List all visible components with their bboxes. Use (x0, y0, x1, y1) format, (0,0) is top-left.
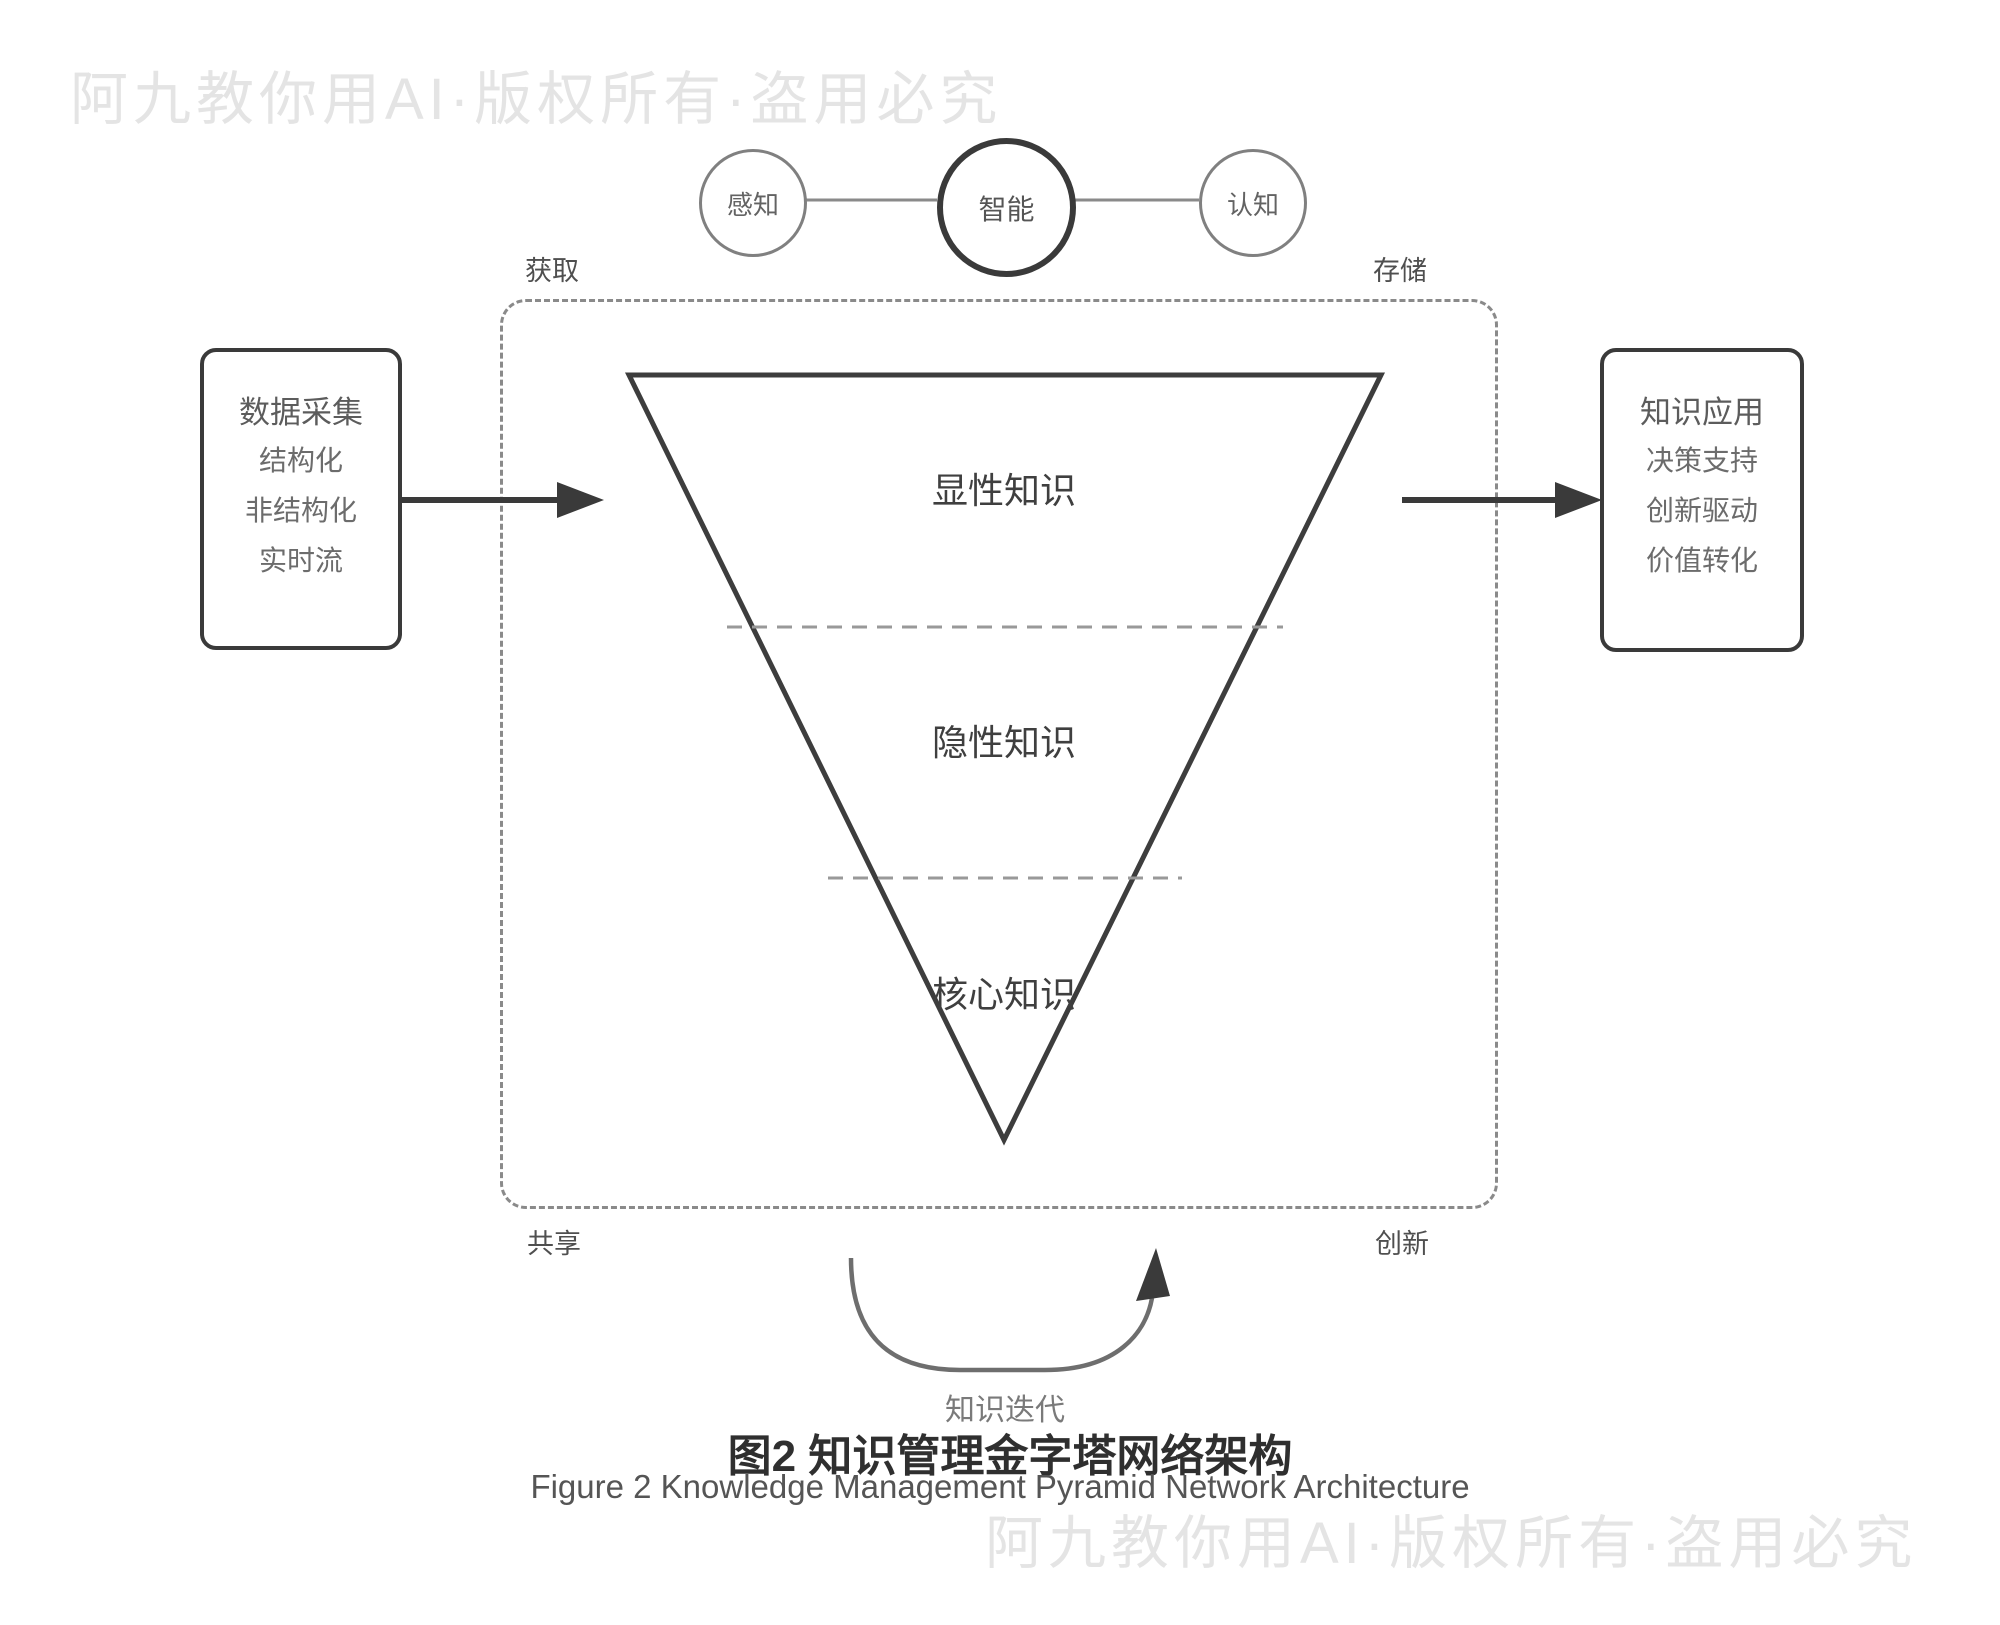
node-intelligence-label: 智能 (978, 193, 1035, 225)
data-collection-box: 数据采集 结构化 非结构化 实时流 (200, 348, 402, 650)
data-collection-item-structured: 结构化 (258, 445, 343, 476)
feedback-arrow-head (1136, 1248, 1170, 1301)
knowledge-application-box: 知识应用 决策支持 创新驱动 价值转化 (1600, 348, 1804, 652)
data-collection-title: 数据采集 (239, 395, 363, 430)
process-frame (500, 299, 1498, 1209)
knowledge-application-item-innovation: 创新驱动 (1645, 495, 1758, 526)
data-collection-item-stream: 实时流 (258, 545, 343, 576)
figure-caption-en: Figure 2 Knowledge Management Pyramid Ne… (530, 1468, 1470, 1505)
label-store: 存储 (1373, 256, 1427, 286)
node-intelligence: 智能 (937, 138, 1076, 277)
node-cognition-label: 认知 (1226, 189, 1279, 220)
figure-caption-zh: 图2 知识管理金字塔网络架构 (727, 1432, 1293, 1481)
feedback-label: 知识迭代 (945, 1394, 1065, 1427)
pyramid-level-core: 核心知识 (931, 974, 1077, 1015)
input-arrow-head (557, 482, 604, 518)
data-collection-item-unstructured: 非结构化 (244, 495, 357, 526)
pyramid-triangle (624, 372, 1386, 1146)
watermark-bottom: 阿九教你用AI·版权所有·盗用必究 (985, 1511, 1918, 1576)
knowledge-application-item-value: 价值转化 (1645, 545, 1758, 576)
node-cognition: 认知 (1199, 149, 1307, 257)
knowledge-application-item-decision: 决策支持 (1645, 445, 1758, 476)
pyramid-level-explicit: 显性知识 (931, 470, 1077, 511)
watermark-top: 阿九教你用AI·版权所有·盗用必究 (70, 67, 1003, 132)
label-innovate: 创新 (1375, 1229, 1429, 1259)
knowledge-application-title: 知识应用 (1640, 395, 1764, 430)
pyramid-level-tacit: 隐性知识 (931, 722, 1077, 763)
node-perception: 感知 (699, 149, 807, 257)
label-acquire: 获取 (525, 256, 579, 286)
output-arrow-head (1555, 482, 1602, 518)
label-share: 共享 (527, 1229, 581, 1259)
node-perception-label: 感知 (726, 189, 779, 220)
feedback-curve (848, 1257, 1155, 1373)
